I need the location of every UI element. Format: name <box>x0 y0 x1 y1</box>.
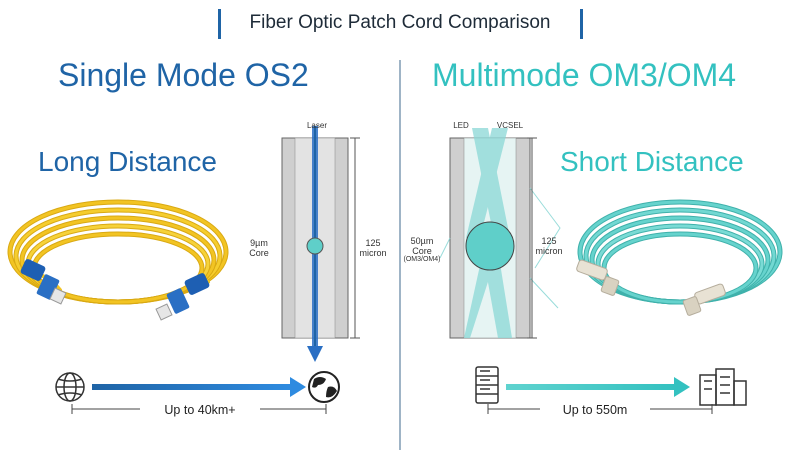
multimode-core-label-1: 50µm <box>410 236 434 246</box>
single-mode-title: Single Mode OS2 <box>58 57 309 93</box>
single-mode-core-label-1: 9µm <box>250 238 268 248</box>
lc-connector-right-icon <box>682 283 726 316</box>
multimode-title: Multimode OM3/OM4 <box>432 57 737 93</box>
single-mode-subtitle: Long Distance <box>38 146 218 177</box>
server-icon <box>475 366 499 404</box>
single-mode-distance-label: Up to 40km+ <box>140 403 260 417</box>
multimode-core-label-3: (OM3/OM4) <box>403 256 441 263</box>
header-bar-right <box>580 9 583 39</box>
single-mode-core-label-2: Core <box>249 248 269 258</box>
single-mode-fiber-diagram <box>281 126 360 362</box>
sc-connector-right-icon <box>155 273 210 321</box>
single-mode-cladding-label-1: 125 <box>365 238 381 248</box>
multimode-source-label-led: LED <box>453 121 469 130</box>
header-bar-left <box>218 9 221 39</box>
lc-connector-left-icon <box>576 259 620 296</box>
multimode-source-label-vcsel: VCSEL <box>496 121 524 130</box>
building-icon <box>699 368 747 406</box>
single-mode-cable-image <box>7 199 229 321</box>
multimode-distance-diagram <box>475 366 747 414</box>
single-mode-distance-diagram <box>55 371 340 414</box>
multimode-cladding-label-2: micron <box>535 246 563 256</box>
single-mode-source-label: Laser <box>306 121 327 130</box>
multimode-fiber-diagram <box>439 128 561 339</box>
single-mode-cladding-label-2: micron <box>359 248 387 258</box>
multimode-distance-label: Up to 550m <box>540 403 650 417</box>
multimode-cable-image <box>576 199 783 316</box>
globe-icon <box>55 372 85 402</box>
multimode-subtitle: Short Distance <box>560 146 744 177</box>
page-title: Fiber Optic Patch Cord Comparison <box>249 12 551 33</box>
sc-connector-left-icon <box>20 259 67 305</box>
multimode-cladding-label-1: 125 <box>541 236 557 246</box>
section-divider <box>399 60 401 450</box>
multimode-core-label-2: Core <box>412 246 432 256</box>
earth-icon <box>308 371 340 403</box>
